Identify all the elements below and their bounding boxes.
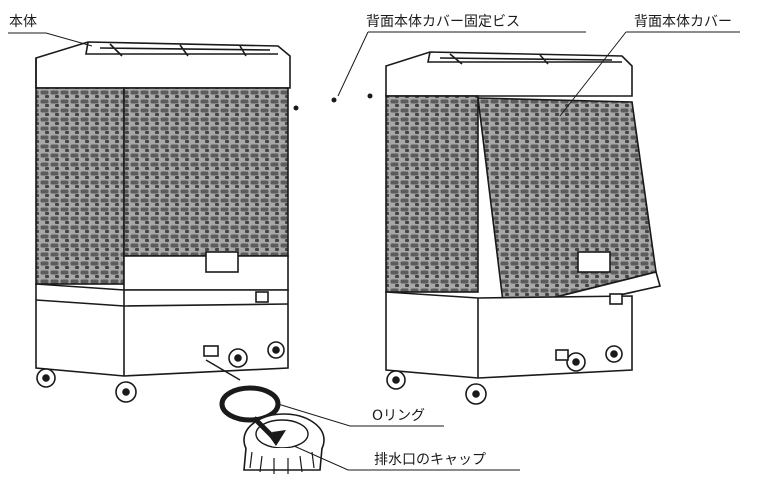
leader-lines xyxy=(8,31,740,471)
label-rear-cover-screws: 背面本体カバー固定ビス xyxy=(366,14,520,30)
caster-wheels xyxy=(386,345,623,405)
label-o-ring: Oリング xyxy=(372,408,426,424)
front-label-plate xyxy=(205,251,239,273)
label-drain-cap: 排水口のキャップ xyxy=(374,452,486,468)
label-main-body: 本体 xyxy=(9,14,37,30)
cooler-unit-cover-open xyxy=(385,51,662,405)
drain-outlet xyxy=(203,345,219,357)
drain-outlet xyxy=(555,349,569,361)
front-pad xyxy=(123,87,289,257)
side-pad xyxy=(35,87,125,285)
side-knob xyxy=(255,291,269,303)
caster-wheels xyxy=(36,341,285,403)
label-rear-cover: 背面本体カバー xyxy=(634,14,732,30)
water-tank xyxy=(35,283,289,377)
side-knob xyxy=(609,293,623,305)
water-tank xyxy=(385,291,633,379)
side-pad xyxy=(385,95,479,293)
drain-detail xyxy=(205,359,325,474)
cooler-unit-assembled xyxy=(35,41,291,403)
cover-screws xyxy=(293,93,373,111)
rear-label-plate xyxy=(577,251,611,273)
drain-cap xyxy=(243,413,325,474)
